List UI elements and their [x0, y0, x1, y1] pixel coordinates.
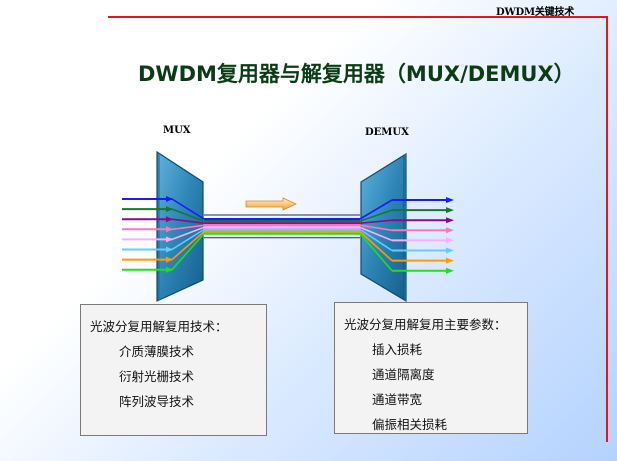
demux-divergence-line [359, 231, 393, 262]
red-frame-right [606, 16, 608, 442]
mux-convergence-line [171, 224, 205, 231]
demux-divergence-line [359, 233, 393, 272]
input-arrowhead [166, 236, 173, 243]
mux-convergence-line [171, 218, 205, 224]
demux-divergence-line [359, 209, 393, 222]
demux-divergence-line [359, 228, 393, 252]
input-arrowhead [166, 216, 173, 223]
input-arrowhead [166, 266, 173, 273]
input-arrowhead [166, 226, 173, 233]
left-box-item: 阵列波导技术 [119, 394, 195, 409]
output-arrowhead [446, 207, 454, 214]
multiplexing-parameters-box: 光波分复用解复用主要参数： 插入损耗 通道隔离度 通道带宽 偏振相关损耗 [334, 302, 528, 434]
demux-divergence-line [359, 199, 393, 220]
input-arrowhead [166, 196, 173, 202]
section-header-label: DWDM关键技术 [496, 7, 575, 18]
input-arrowhead [166, 206, 173, 213]
mux-convergence-line [171, 208, 205, 222]
multiplexing-technologies-box: 光波分复用解复用技术： 介质薄膜技术 衍射光栅技术 阵列波导技术 [80, 304, 267, 436]
mux-convergence-line [171, 226, 205, 241]
right-box-item: 插入损耗 [372, 342, 423, 357]
mux-label: MUX [163, 125, 191, 136]
demux-divergence-line [359, 219, 393, 224]
output-arrowhead [446, 237, 454, 244]
right-box-item: 偏振相关损耗 [372, 417, 448, 432]
output-arrowhead [446, 257, 454, 264]
left-box-heading: 光波分复用解复用技术： [90, 319, 228, 334]
mux-convergence-line [171, 228, 205, 251]
output-arrowhead [446, 267, 454, 274]
mux-convergence-line [171, 230, 205, 261]
direction-arrow [245, 197, 297, 211]
demux-divergence-line [359, 226, 393, 242]
demux-divergence-line [359, 224, 393, 232]
output-arrowhead [446, 247, 454, 254]
optical-channels [122, 196, 454, 274]
left-box-item: 衍射光栅技术 [119, 369, 195, 384]
right-box-item: 通道带宽 [372, 392, 423, 407]
red-frame-top [108, 16, 608, 18]
slide-title: DWDM复用器与解复用器（MUX/DEMUX） [138, 62, 575, 86]
input-arrowhead [166, 256, 173, 263]
input-arrowhead [166, 246, 173, 253]
mux-convergence-line [171, 198, 205, 220]
mux-convergence-line [171, 233, 205, 271]
left-box-item: 介质薄膜技术 [119, 344, 195, 359]
output-arrowhead [446, 217, 454, 224]
right-box-heading: 光波分复用解复用主要参数： [344, 317, 507, 332]
output-arrowhead [446, 227, 454, 234]
right-box-item: 通道隔离度 [372, 367, 435, 382]
mux-device [156, 150, 204, 302]
demux-device [360, 152, 407, 303]
output-arrowhead [446, 197, 454, 203]
demux-label: DEMUX [365, 127, 409, 138]
